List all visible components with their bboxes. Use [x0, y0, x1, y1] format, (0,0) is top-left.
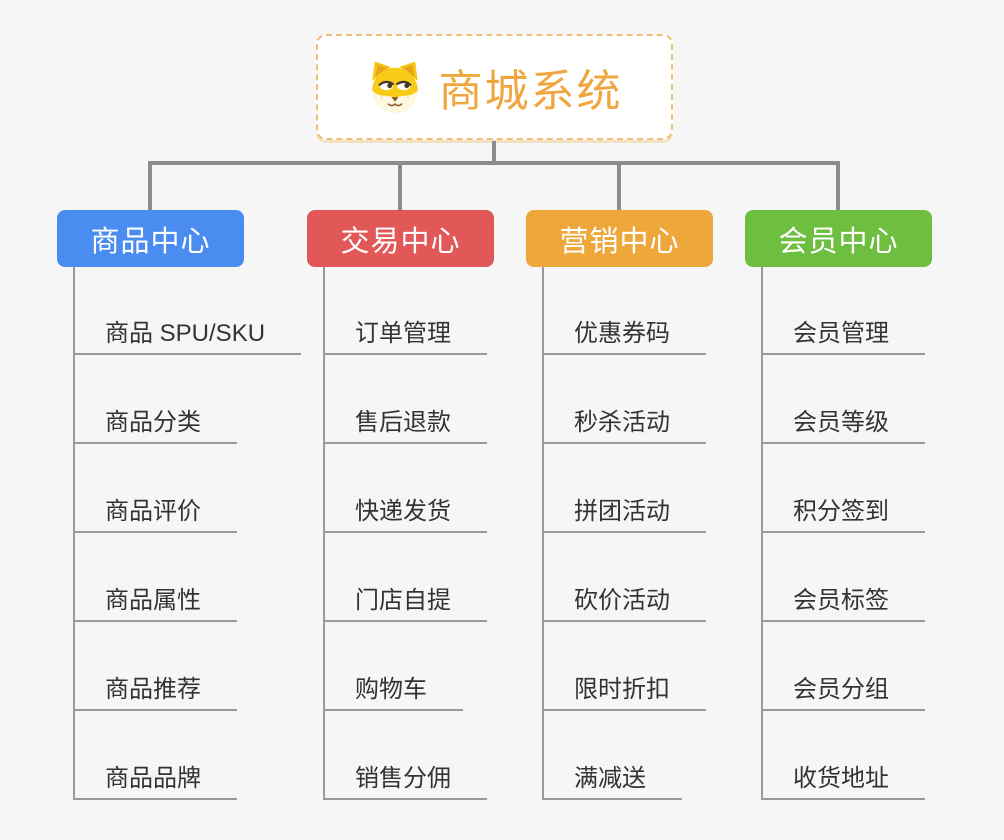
branch-product-center: 商品中心 商品 SPU/SKU 商品分类 商品评价 商品属性 商品推荐 商品品牌 [57, 210, 302, 800]
connector-horizontal-bus [148, 161, 840, 165]
leaf-node[interactable]: 会员分组 [761, 667, 925, 711]
leaf-node[interactable]: 会员标签 [761, 578, 925, 622]
leaf-node[interactable]: 商品 SPU/SKU [73, 311, 302, 355]
connector-drop-trade [398, 161, 402, 210]
leaf-node[interactable]: 积分签到 [761, 489, 925, 533]
leaf-node[interactable]: 拼团活动 [542, 489, 706, 533]
leaf-node[interactable]: 购物车 [323, 667, 463, 711]
branch-list-trade: 订单管理 售后退款 快递发货 门店自提 购物车 销售分佣 [323, 267, 493, 800]
branch-node-marketing-center[interactable]: 营销中心 [526, 210, 713, 267]
connector-drop-marketing [617, 161, 621, 210]
branch-node-trade-center[interactable]: 交易中心 [307, 210, 494, 267]
leaf-node[interactable]: 商品品牌 [73, 756, 237, 800]
leaf-node[interactable]: 商品属性 [73, 578, 237, 622]
branch-list-marketing: 优惠券码 秒杀活动 拼团活动 砍价活动 限时折扣 满减送 [542, 267, 712, 800]
branch-list-product: 商品 SPU/SKU 商品分类 商品评价 商品属性 商品推荐 商品品牌 [73, 267, 302, 800]
branch-trade-center: 交易中心 订单管理 售后退款 快递发货 门店自提 购物车 销售分佣 [307, 210, 494, 800]
leaf-node[interactable]: 订单管理 [323, 311, 487, 355]
branch-node-member-center[interactable]: 会员中心 [745, 210, 932, 267]
branch-marketing-center: 营销中心 优惠券码 秒杀活动 拼团活动 砍价活动 限时折扣 满减送 [526, 210, 713, 800]
leaf-node[interactable]: 限时折扣 [542, 667, 706, 711]
leaf-node[interactable]: 砍价活动 [542, 578, 706, 622]
branch-member-center: 会员中心 会员管理 会员等级 积分签到 会员标签 会员分组 收货地址 [745, 210, 932, 800]
leaf-node[interactable]: 会员管理 [761, 311, 925, 355]
connector-root-drop [492, 141, 496, 163]
root-title: 商城系统 [438, 67, 623, 116]
shiba-dog-icon [367, 59, 423, 115]
leaf-node[interactable]: 会员等级 [761, 400, 925, 444]
root-node[interactable]: 商城系统 [316, 34, 673, 140]
leaf-node[interactable]: 门店自提 [323, 578, 487, 622]
leaf-node[interactable]: 销售分佣 [323, 756, 487, 800]
leaf-node[interactable]: 商品分类 [73, 400, 237, 444]
leaf-node[interactable]: 优惠券码 [542, 311, 706, 355]
leaf-node[interactable]: 收货地址 [761, 756, 925, 800]
branch-node-product-center[interactable]: 商品中心 [57, 210, 244, 267]
leaf-node[interactable]: 售后退款 [323, 400, 487, 444]
leaf-node[interactable]: 商品评价 [73, 489, 237, 533]
connector-drop-product [148, 161, 152, 210]
branch-list-member: 会员管理 会员等级 积分签到 会员标签 会员分组 收货地址 [761, 267, 931, 800]
leaf-node[interactable]: 秒杀活动 [542, 400, 706, 444]
leaf-node[interactable]: 快递发货 [323, 489, 487, 533]
connector-drop-member [836, 161, 840, 210]
leaf-node[interactable]: 商品推荐 [73, 667, 237, 711]
leaf-node[interactable]: 满减送 [542, 756, 682, 800]
